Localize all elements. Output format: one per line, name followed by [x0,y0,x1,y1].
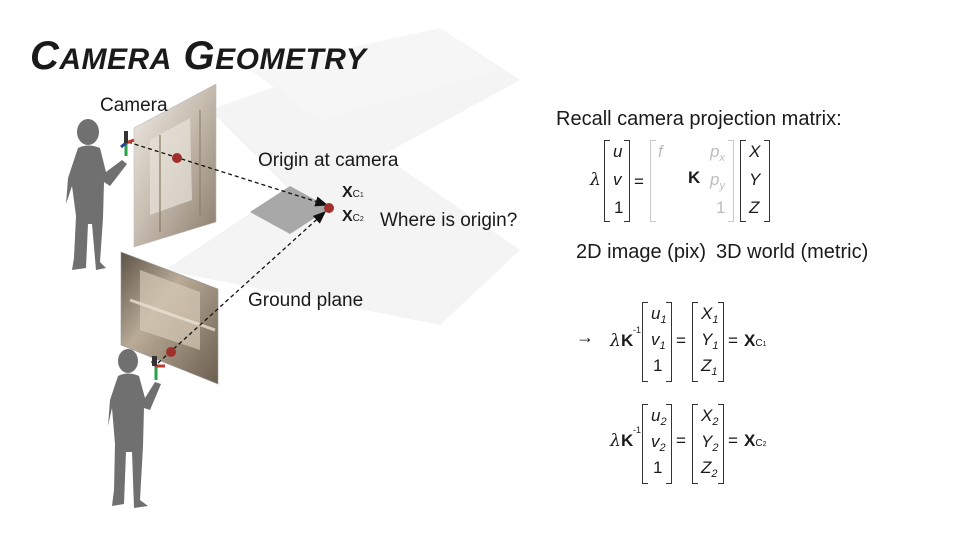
person-silhouette-bottom [108,349,161,508]
x-c2-label: XC2 [342,208,364,226]
projection-point-top [172,153,182,163]
caption-2d-image: 2D image (pix) [576,241,706,264]
camera-label: Camera [100,95,168,117]
person-silhouette-top [66,119,127,270]
projection-point-bottom [166,347,176,357]
origin-at-camera-label: Origin at camera [258,150,398,172]
equation-camera-2: λ K -1 u2 v2 1 = X2 Y2 Z2 = XC2 [576,404,786,486]
where-is-origin-label: Where is origin? [380,210,517,232]
arrow-icon: → [576,327,594,348]
projection-equation: λ u v 1 = f px K py 1 X Y Z [590,140,780,222]
ground-plane-label: Ground plane [248,290,363,312]
caption-3d-world: 3D world (metric) [716,241,868,264]
x-c1-label: XC1 [342,184,364,202]
origin-point [324,203,334,213]
camera-axes-top [121,131,134,156]
equation-camera-1: → λ K -1 u1 v1 1 = X1 Y1 Z1 = XC1 [576,302,786,384]
projection-heading: Recall camera projection matrix: [556,108,842,131]
